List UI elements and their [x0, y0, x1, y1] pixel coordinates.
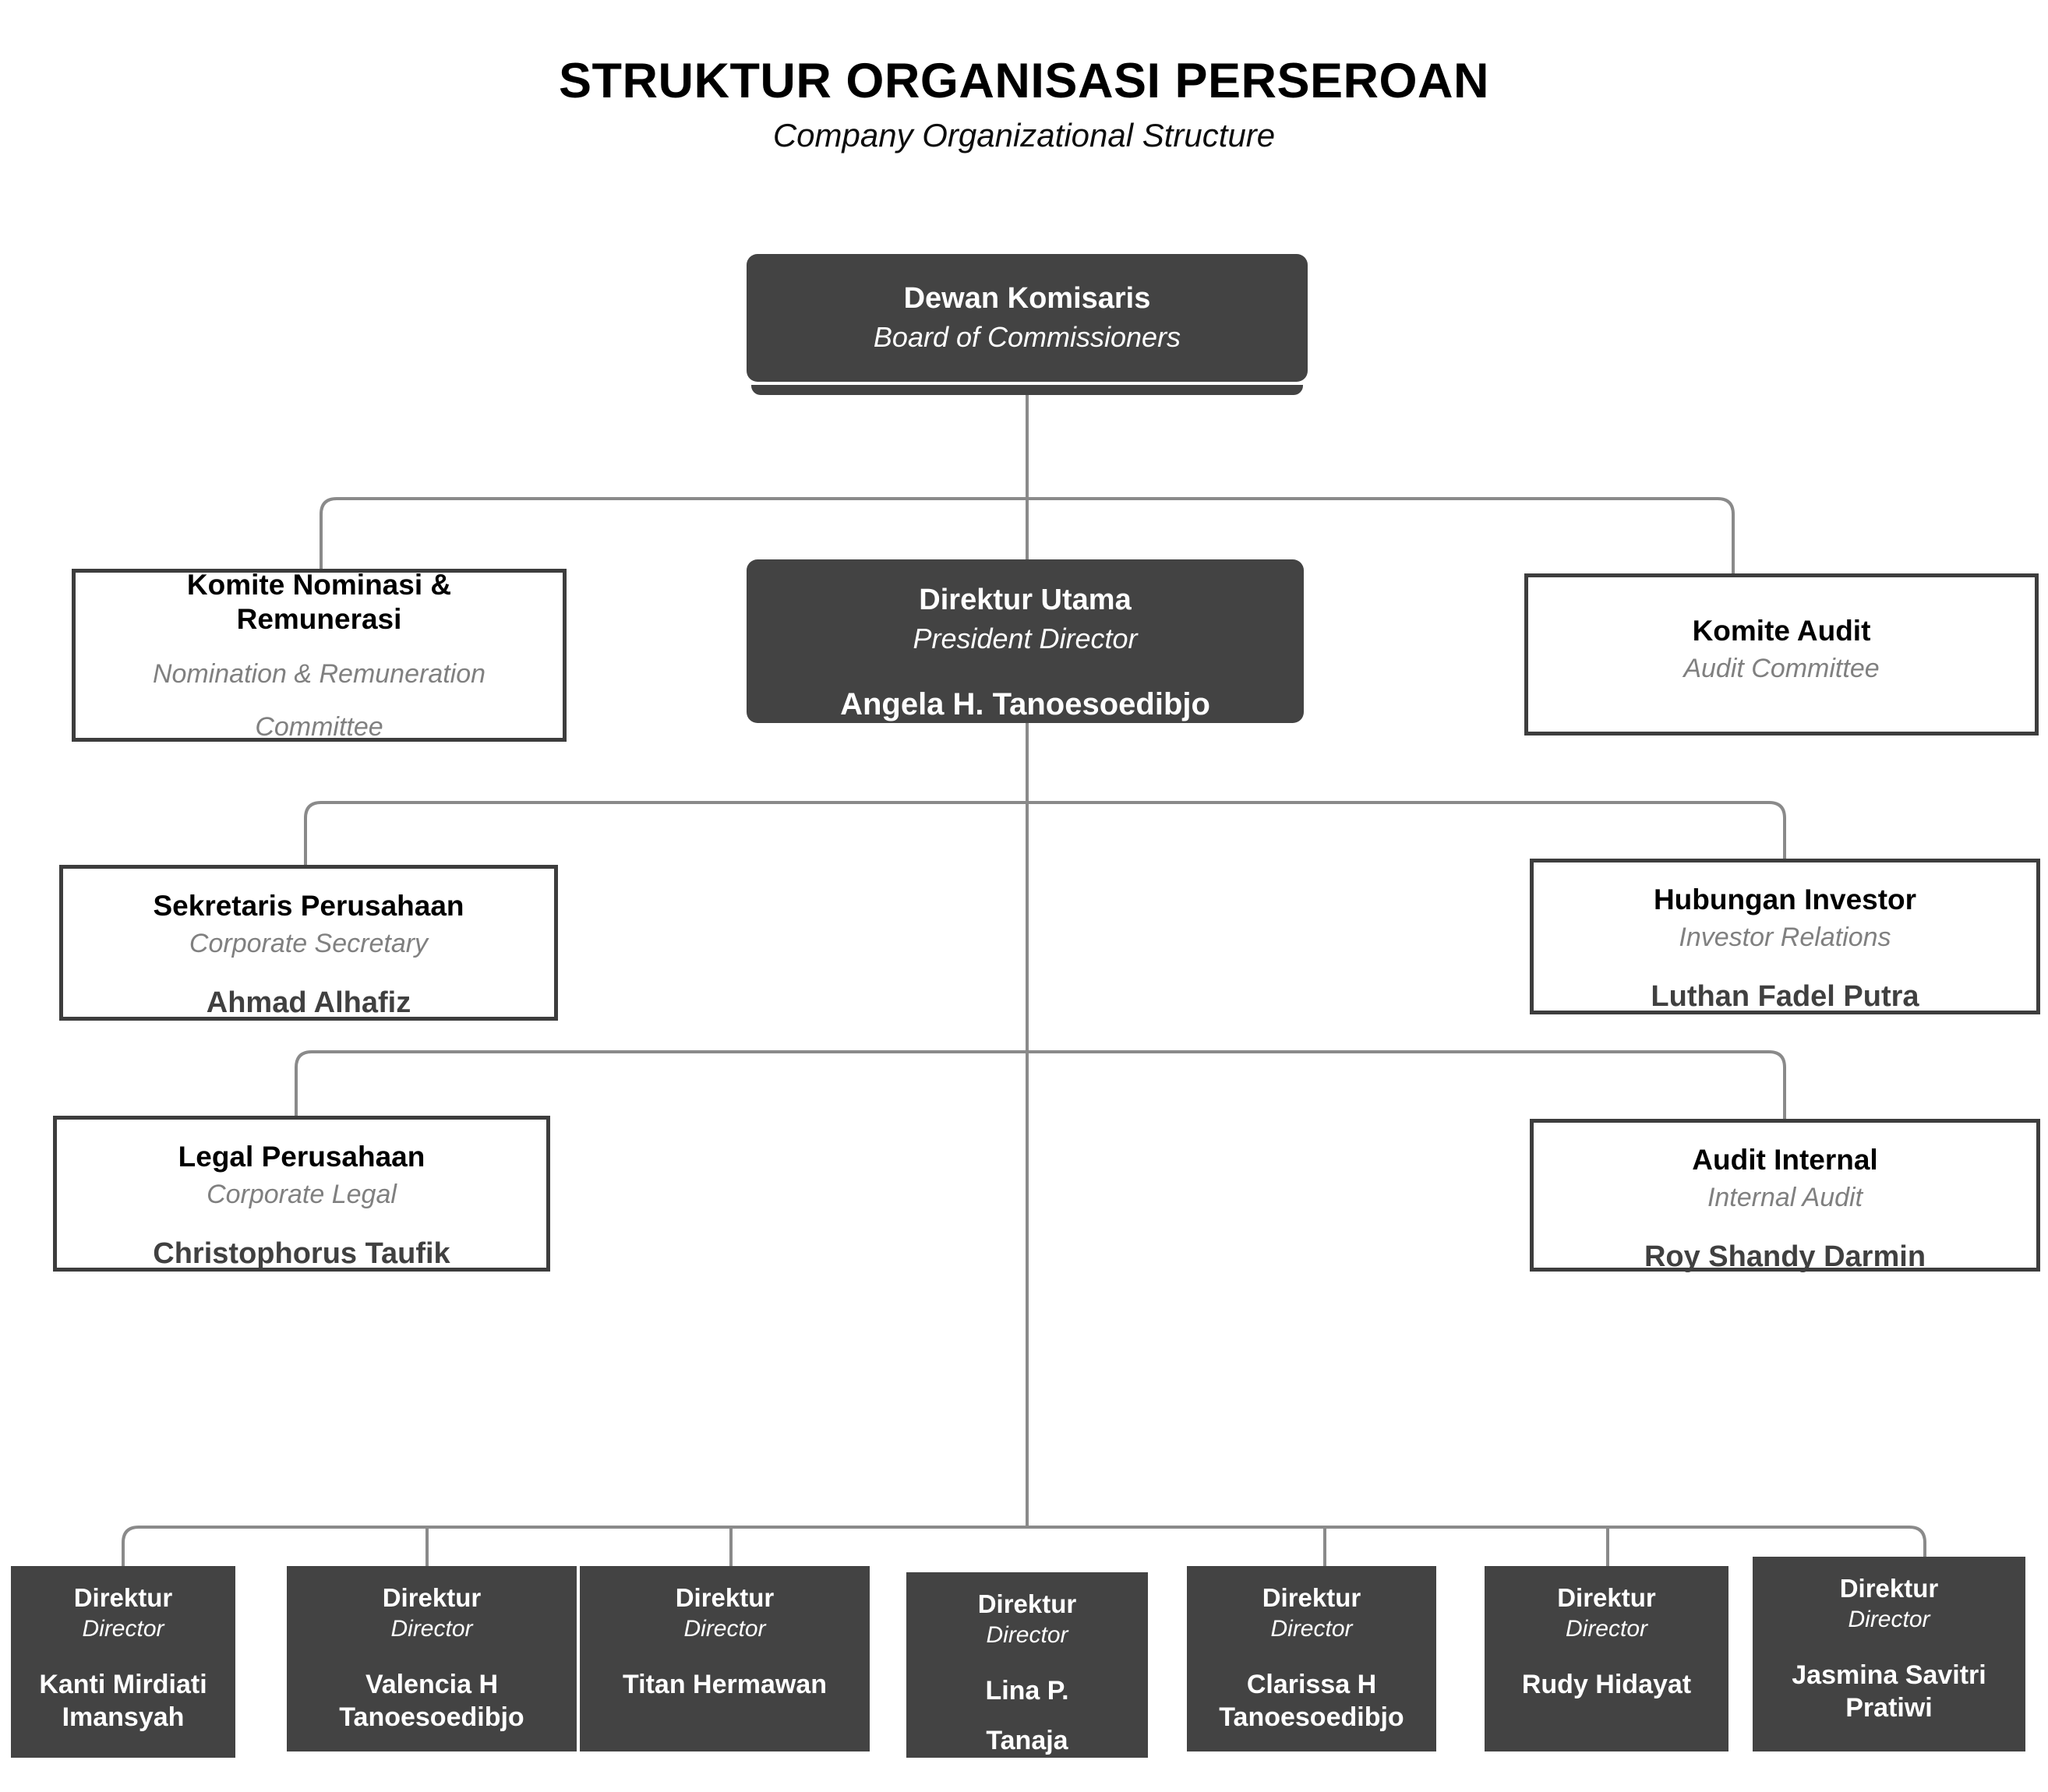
node-title: Legal Perusahaan [178, 1141, 425, 1173]
node-subtitle: Director [986, 1621, 1068, 1648]
node-title: Direktur [675, 1583, 775, 1612]
node-person-name: Valencia H Tanoesoedibjo [339, 1670, 524, 1732]
node-person-name: Titan Hermawan [622, 1670, 827, 1700]
node-subtitle: Audit Committee [1683, 653, 1880, 683]
node-person-name: Ahmad Alhafiz [206, 986, 411, 1019]
node-person-name: Kanti Mirdiati Imansyah [39, 1670, 207, 1732]
node-subtitle: Director [390, 1615, 473, 1642]
node-title: Dewan Komisaris [903, 282, 1151, 316]
node-title: Audit Internal [1692, 1144, 1878, 1176]
node-person-name: Angela H. Tanoesoedibjo [840, 687, 1210, 722]
page-subtitle: Company Organizational Structure [772, 117, 1276, 153]
node-person-name: Rudy Hidayat [1521, 1670, 1692, 1700]
node-person-name: Clarissa H Tanoesoedibjo [1219, 1670, 1404, 1732]
node-subtitle: Corporate Secretary [189, 928, 429, 958]
node-komite-nominasi-remunerasi[interactable]: Komite Nominasi & Remunerasi Nomination … [72, 569, 567, 742]
node-title: Sekretaris Perusahaan [153, 890, 464, 922]
node-subtitle: Director [1848, 1606, 1930, 1632]
node-person-name: Roy Shandy Darmin [1644, 1240, 1926, 1273]
node-title-line2: Remunerasi [236, 602, 402, 635]
node-title: Direktur [382, 1583, 482, 1612]
node-title: Direktur [977, 1589, 1077, 1618]
node-title: Direktur [1557, 1583, 1656, 1612]
node-title: Direktur [73, 1583, 173, 1612]
node-hubungan-investor[interactable]: Hubungan Investor Investor Relations Lut… [1530, 859, 2040, 1014]
node-subtitle: Director [82, 1615, 164, 1642]
node-subtitle: Director [683, 1615, 766, 1642]
node-person-name: Lina P.Tanaja [985, 1676, 1069, 1755]
node-subtitle: Investor Relations [1679, 922, 1891, 952]
node-person-name: Christophorus Taufik [153, 1236, 450, 1270]
node-subtitle-line2: Committee [255, 711, 383, 742]
node-komite-audit[interactable]: Komite Audit Audit Committee [1524, 573, 2039, 735]
node-title: Direktur [1839, 1574, 1939, 1603]
node-subtitle: Director [1270, 1615, 1353, 1642]
node-sekretaris-perusahaan[interactable]: Sekretaris Perusahaan Corporate Secretar… [59, 865, 558, 1021]
node-subtitle-line1: Nomination & Remuneration [152, 658, 486, 689]
node-subtitle: Board of Commissioners [873, 321, 1181, 354]
node-legal-perusahaan[interactable]: Legal Perusahaan Corporate Legal Christo… [53, 1116, 550, 1272]
node-dewan-komisaris[interactable]: Dewan Komisaris Board of Commissioners [747, 254, 1308, 395]
page-title: STRUKTUR ORGANISASI PERSEROAN [558, 54, 1490, 108]
node-person-name: Luthan Fadel Putra [1651, 979, 1919, 1013]
node-title-line1: Komite Nominasi & [186, 569, 452, 601]
node-subtitle: President Director [913, 622, 1138, 654]
node-audit-internal[interactable]: Audit Internal Internal Audit Roy Shandy… [1530, 1119, 2040, 1273]
node-person-name: Jasmina Savitri Pratiwi [1792, 1660, 1986, 1723]
node-title: Komite Audit [1692, 615, 1871, 647]
node-subtitle: Corporate Legal [207, 1179, 397, 1209]
node-direktur-utama[interactable]: Direktur Utama President Director Angela… [747, 559, 1304, 723]
node-title: Direktur [1262, 1583, 1361, 1612]
node-title: Hubungan Investor [1653, 884, 1917, 915]
node-title: Direktur Utama [919, 584, 1132, 616]
node-subtitle: Internal Audit [1707, 1182, 1863, 1212]
node-subtitle: Director [1565, 1615, 1647, 1642]
